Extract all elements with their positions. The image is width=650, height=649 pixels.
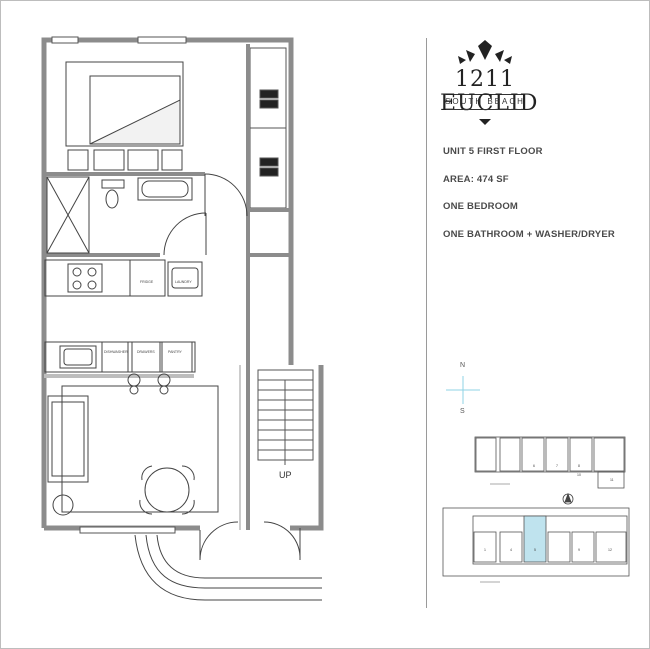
logo-rule-top bbox=[446, 94, 524, 95]
living-room bbox=[47, 385, 219, 516]
keyplan-north-arrow bbox=[562, 492, 574, 505]
drawers-label: DRAWERS bbox=[137, 350, 155, 354]
logo: 1211 EUCLID SOUTH BEACH bbox=[440, 36, 539, 128]
top-windows bbox=[51, 36, 187, 534]
entry bbox=[134, 521, 322, 601]
keyplan-unit-4: 4 bbox=[510, 548, 512, 552]
stairs-up-label: UP bbox=[279, 470, 292, 480]
bathroom bbox=[46, 173, 248, 256]
keyplan-unit-1: 1 bbox=[484, 548, 486, 552]
keyplan-unit-12: 12 bbox=[608, 548, 612, 552]
keyplan-unit-11: 11 bbox=[610, 478, 614, 482]
unit-area: AREA: 474 SF bbox=[443, 174, 509, 185]
unit-title: UNIT 5 FIRST FLOOR bbox=[443, 146, 543, 157]
keyplan-unit-9: 9 bbox=[578, 548, 580, 552]
keyplan-upper bbox=[474, 436, 626, 489]
compass-north: N bbox=[460, 362, 466, 369]
unit-bedrooms: ONE BEDROOM bbox=[443, 201, 519, 212]
keyplan-lower bbox=[442, 507, 630, 583]
interior-walls bbox=[44, 44, 290, 530]
logo-rule-bottom bbox=[446, 109, 524, 110]
keyplan-unit-6: 6 bbox=[533, 464, 535, 468]
fridge-label: FRIDGE bbox=[140, 280, 154, 284]
bed bbox=[65, 61, 184, 171]
compass-south: S bbox=[460, 408, 465, 415]
logo-subtitle: SOUTH BEACH bbox=[445, 97, 525, 106]
laundry-label: LAUNDRY bbox=[175, 280, 192, 284]
keyplan-unit-8: 8 bbox=[578, 464, 580, 468]
closet bbox=[249, 47, 287, 209]
compass bbox=[446, 376, 480, 404]
kitchen-upper bbox=[44, 259, 203, 297]
logo-name: 1211 EUCLID bbox=[440, 67, 539, 116]
panel-divider bbox=[426, 38, 427, 608]
pantry-label: PANTRY bbox=[168, 350, 182, 354]
logo-mark bbox=[458, 40, 512, 125]
keyplan-unit-10: 10 bbox=[577, 473, 581, 477]
dishwasher-label: DISHWASHER bbox=[104, 350, 128, 354]
keyplan-unit-7: 7 bbox=[556, 464, 558, 468]
unit-bathrooms: ONE BATHROOM + WASHER/DRYER bbox=[443, 229, 615, 240]
stairs bbox=[239, 365, 314, 530]
keyplan-unit-5-highlighted: 5 bbox=[534, 548, 536, 552]
